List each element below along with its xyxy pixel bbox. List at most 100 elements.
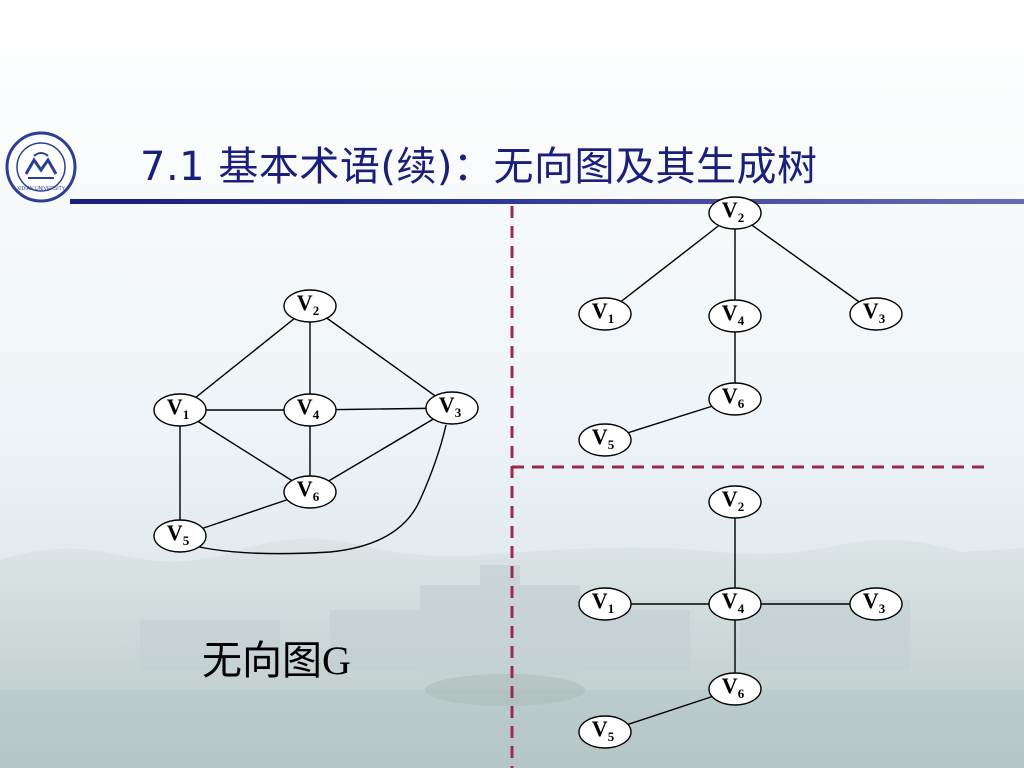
node-label: V5 [592, 716, 615, 744]
node-label-base: V [722, 588, 738, 613]
node-ellipse [153, 393, 207, 427]
node-v6: V6 [283, 475, 337, 509]
node-label: V6 [722, 383, 745, 411]
node-label-base: V [863, 298, 879, 323]
node-v5: V5 [578, 715, 632, 749]
node-label: V4 [722, 300, 745, 328]
node-label: V3 [863, 588, 886, 616]
edge-v2-v3 [734, 212, 877, 315]
node-v4: V4 [283, 393, 337, 427]
node-label-base: V [722, 300, 738, 325]
node-v2: V2 [708, 196, 762, 230]
edge-v2-v1 [179, 305, 311, 411]
node-label-subscript: 3 [879, 601, 886, 616]
node-label-subscript: 5 [608, 729, 615, 744]
node-ellipse [849, 587, 903, 621]
title-underline [70, 199, 1024, 204]
node-label-subscript: 2 [738, 499, 745, 514]
node-ellipse [708, 196, 762, 230]
node-v3: V3 [849, 587, 903, 621]
node-label-base: V [297, 394, 313, 419]
node-ellipse [578, 715, 632, 749]
node-label: V4 [722, 588, 745, 616]
node-label: V5 [592, 424, 615, 452]
edge-v1-v6 [179, 409, 311, 493]
node-label-subscript: 6 [738, 396, 745, 411]
node-label: V1 [592, 298, 614, 326]
node-label-subscript: 6 [313, 489, 320, 504]
node-label: V6 [297, 476, 320, 504]
node-v6: V6 [708, 382, 762, 416]
node-ellipse [708, 382, 762, 416]
university-seal-icon: XIDIAN UNIVERSITY [5, 131, 77, 203]
node-ellipse [708, 485, 762, 519]
node-label-base: V [167, 520, 183, 545]
node-label-base: V [297, 290, 313, 315]
node-ellipse [425, 391, 479, 425]
node-ellipse [578, 587, 632, 621]
node-label: V1 [167, 394, 189, 422]
node-label-subscript: 3 [455, 405, 462, 420]
node-label-base: V [297, 476, 313, 501]
node-label-subscript: 1 [183, 407, 190, 422]
edge-v2-v3 [309, 305, 453, 409]
node-v5: V5 [153, 519, 207, 553]
node-v5: V5 [578, 423, 632, 457]
caption-text: 无向图 [202, 638, 322, 684]
node-label-subscript: 6 [738, 686, 745, 701]
graph-caption: 无向图G [202, 628, 351, 686]
node-label: V4 [297, 394, 320, 422]
edge-v3-v6 [309, 407, 453, 493]
node-label-base: V [439, 392, 455, 417]
node-label-subscript: 3 [879, 311, 886, 326]
node-ellipse [283, 475, 337, 509]
node-label: V2 [722, 486, 744, 514]
node-label-base: V [722, 383, 738, 408]
node-label-subscript: 4 [738, 313, 745, 328]
node-label-subscript: 4 [738, 601, 745, 616]
node-v2: V2 [708, 485, 762, 519]
node-label: V3 [863, 298, 886, 326]
caption-graph-symbol: G [322, 638, 351, 683]
node-v4: V4 [708, 587, 762, 621]
node-ellipse [849, 297, 903, 331]
node-label: V3 [439, 392, 462, 420]
node-label-subscript: 4 [313, 407, 320, 422]
node-label-subscript: 5 [183, 533, 190, 548]
node-ellipse [578, 297, 632, 331]
node-ellipse [578, 423, 632, 457]
node-v6: V6 [708, 672, 762, 706]
node-label-base: V [592, 588, 608, 613]
node-label-base: V [863, 588, 879, 613]
node-label-base: V [592, 424, 608, 449]
node-label-subscript: 1 [608, 311, 615, 326]
node-label: V2 [297, 290, 319, 318]
node-v1: V1 [153, 393, 207, 427]
node-label-subscript: 5 [608, 437, 615, 452]
node-v3: V3 [849, 297, 903, 331]
node-ellipse [283, 393, 337, 427]
node-label-subscript: 2 [738, 210, 745, 225]
node-v1: V1 [578, 587, 632, 621]
node-ellipse [708, 672, 762, 706]
logo-ring-text: XIDIAN UNIVERSITY [17, 186, 66, 192]
node-ellipse [708, 587, 762, 621]
node-ellipse [708, 299, 762, 333]
node-label: V2 [722, 197, 744, 225]
node-ellipse [283, 289, 337, 323]
node-v3: V3 [425, 391, 479, 425]
node-ellipse [153, 519, 207, 553]
edge-v2-v1 [604, 212, 736, 315]
node-label-base: V [592, 716, 608, 741]
node-label-base: V [167, 394, 183, 419]
node-v1: V1 [578, 297, 632, 331]
edge-v5-v3 [179, 424, 447, 555]
node-label: V6 [722, 673, 745, 701]
node-label-base: V [722, 486, 738, 511]
node-label-base: V [722, 673, 738, 698]
slide-title: 7.1 基本术语(续)：无向图及其生成树 [140, 144, 818, 190]
